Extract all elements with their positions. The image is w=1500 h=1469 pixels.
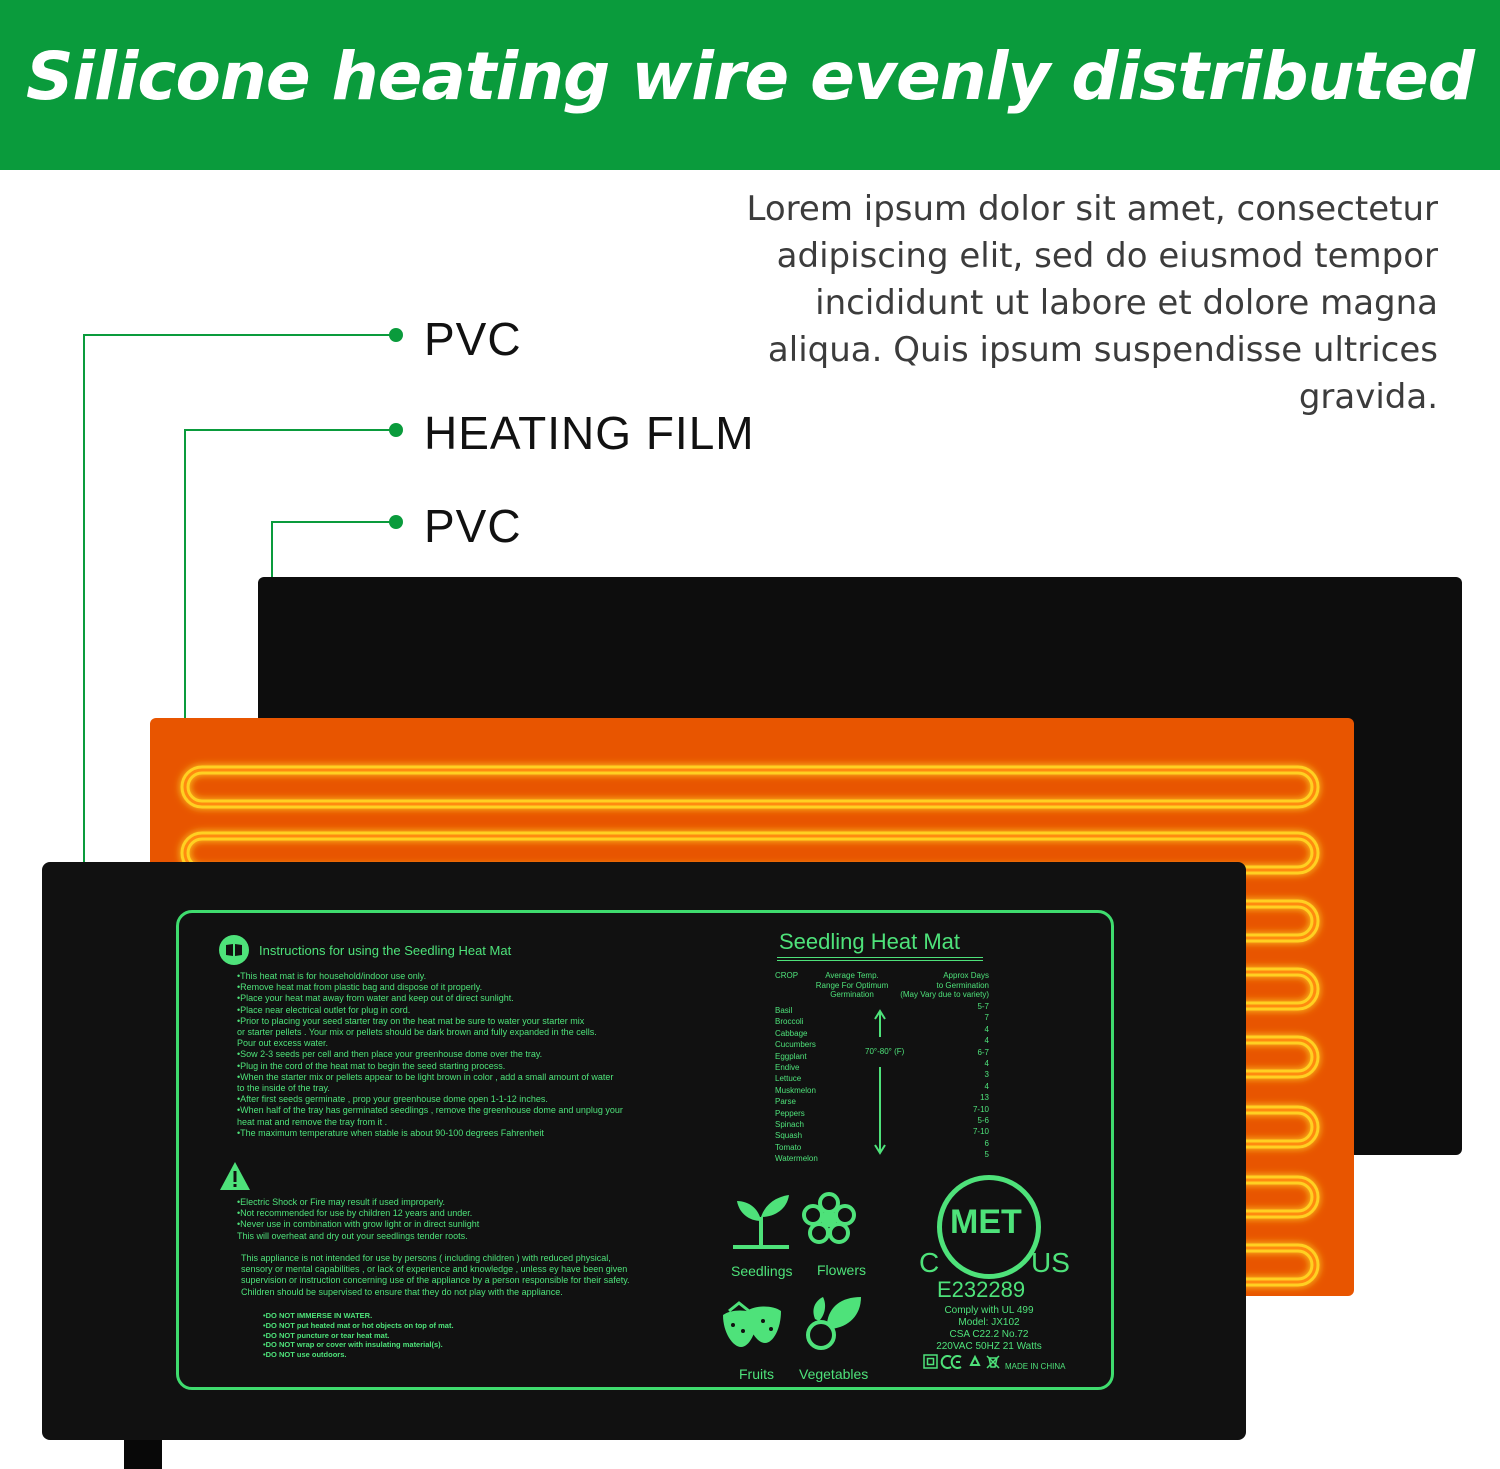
- seedling-icon: [733, 1195, 789, 1249]
- mat-print-frame: Instructions for using the Seedling Heat…: [176, 910, 1114, 1390]
- category-label-flowers: Flowers: [817, 1262, 867, 1278]
- cert-line-power: 220VAC 50HZ 21 Watts: [936, 1341, 1042, 1352]
- cert-line-model: Model: JX102: [958, 1317, 1020, 1328]
- instructions-title: Instructions for using the Seedling Heat…: [259, 943, 512, 958]
- do-not-list: •DO NOT IMMERSE IN WATER.•DO NOT put hea…: [263, 1311, 454, 1360]
- met-logo-text: MET: [950, 1203, 1022, 1241]
- category-label-vegetables: Vegetables: [799, 1366, 869, 1382]
- label-dot-pvc-top: [389, 328, 403, 342]
- met-logo-c: C: [919, 1247, 940, 1278]
- banner-title: Silicone heating wire evenly distributed: [26, 38, 1475, 115]
- warnings-list: •Electric Shock or Fire may result if us…: [237, 1197, 480, 1241]
- temp-range-arrow-icon: [874, 1009, 886, 1155]
- appliance-notice: This appliance is not intended for use b…: [241, 1253, 630, 1297]
- label-dot-pvc-bottom: [389, 515, 403, 529]
- cert-number: E232289: [937, 1277, 1026, 1302]
- heating-wire: [180, 765, 1320, 1287]
- met-logo-ring: [937, 1175, 1041, 1279]
- brand-underline: [777, 957, 983, 961]
- category-label-seedlings: Seedlings: [731, 1263, 793, 1279]
- label-dot-heating-film: [389, 423, 403, 437]
- category-label-fruits: Fruits: [739, 1366, 774, 1382]
- vegetables-icon: [806, 1297, 861, 1350]
- book-icon: [219, 935, 249, 965]
- strawberry-icon: [723, 1301, 781, 1347]
- cert-line-csa: CSA C22.2 No.72: [949, 1329, 1029, 1340]
- cert-line-ul: Comply with UL 499: [944, 1305, 1034, 1316]
- flower-icon: [802, 1192, 856, 1244]
- table-header-crop: CROP: [775, 971, 799, 980]
- instructions-list: •This heat mat is for household/indoor u…: [237, 971, 623, 1138]
- layer-label-pvc-top: PVC: [424, 313, 522, 365]
- made-in-label: MADE IN CHINA: [1005, 1362, 1066, 1371]
- temp-range: 70°-80° (F): [865, 1047, 905, 1056]
- description-text: Lorem ipsum dolor sit amet, consectetur …: [746, 189, 1438, 417]
- warning-icon: [220, 1162, 250, 1190]
- met-logo-us: US: [1031, 1247, 1070, 1278]
- mat-brand-title: Seedling Heat Mat: [779, 929, 960, 954]
- header-banner: Silicone heating wire evenly distributed: [0, 0, 1500, 170]
- compliance-marks-icon: [923, 1354, 1000, 1369]
- layer-label-pvc-bottom: PVC: [424, 500, 522, 552]
- pvc-front-mat: Instructions for using the Seedling Heat…: [42, 862, 1246, 1440]
- layer-label-heating-film: HEATING FILM: [424, 407, 755, 459]
- power-cord: [124, 1440, 162, 1469]
